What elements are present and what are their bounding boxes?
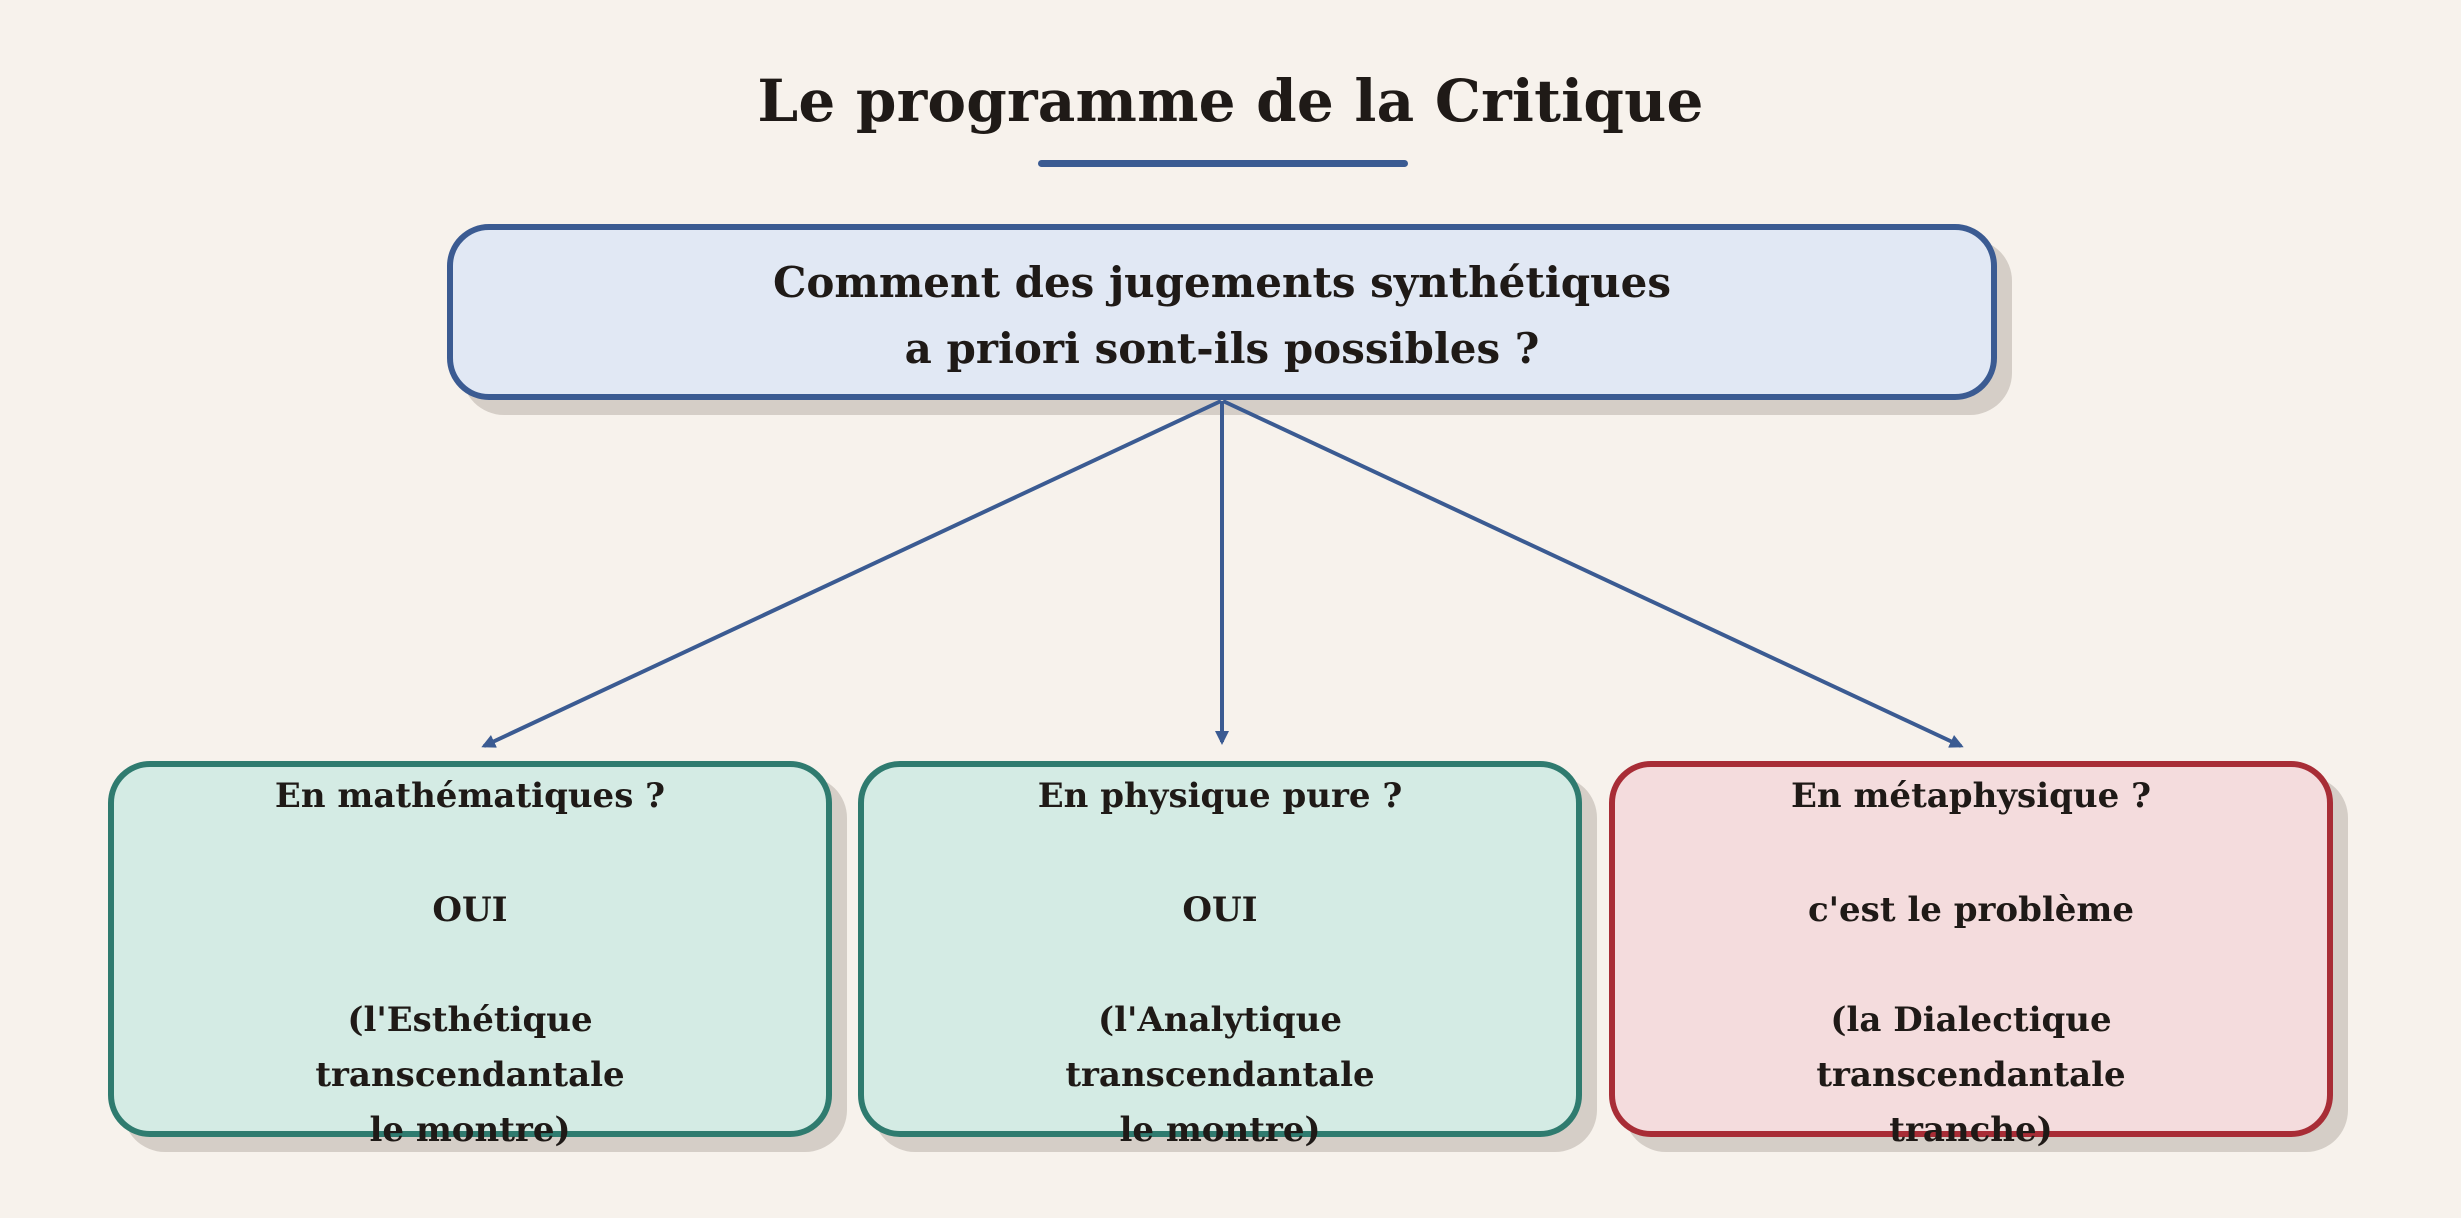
branch-title: En physique pure ?: [1037, 776, 1403, 816]
branch-spacer: [864, 828, 1576, 883]
branch-detail-line: transcendantale: [315, 1055, 625, 1095]
branch-title: En mathématiques ?: [274, 776, 666, 816]
title-underline: [1038, 160, 1408, 167]
branch-pure-physics-box: En physique pure ? OUI (l'Analytique tra…: [858, 761, 1582, 1150]
branch-spacer: [864, 938, 1576, 993]
page-title: Le programme de la Critique: [757, 67, 1704, 135]
branch-spacer: [114, 938, 826, 993]
branch-spacer: [1615, 828, 2327, 883]
main-question-line-1: Comment des jugements synthétiques: [772, 258, 1672, 307]
branch-answer: c'est le problème: [1807, 890, 2135, 930]
arrow-to-metaphysics: [1222, 399, 1964, 748]
arrow-to-mathematics: [481, 399, 1222, 748]
branch-spacer: [114, 828, 826, 883]
branch-detail-line: (la Dialectique: [1830, 1000, 2112, 1040]
branch-detail-line: le montre): [1119, 1110, 1321, 1150]
branch-detail-line: (l'Analytique: [1098, 1000, 1342, 1040]
branch-mathematics-box: En mathématiques ? OUI (l'Esthétique tra…: [108, 761, 832, 1150]
main-question-box: Comment des jugements synthétiques a pri…: [447, 224, 1997, 400]
branch-detail-line: (l'Esthétique: [347, 1000, 593, 1040]
branch-detail-line: transcendantale: [1816, 1055, 2126, 1095]
branch-detail-line: le montre): [369, 1110, 571, 1150]
branch-answer: OUI: [432, 890, 508, 930]
main-question-line-2: a priori sont-ils possibles ?: [904, 324, 1540, 373]
branch-spacer: [1615, 938, 2327, 993]
branch-metaphysics-box: En métaphysique ? c'est le problème (la …: [1609, 761, 2333, 1150]
branch-answer: OUI: [1182, 890, 1258, 930]
branch-detail-line: transcendantale: [1065, 1055, 1375, 1095]
branch-title: En métaphysique ?: [1790, 776, 2151, 816]
branch-detail-line: tranche): [1889, 1110, 2053, 1150]
